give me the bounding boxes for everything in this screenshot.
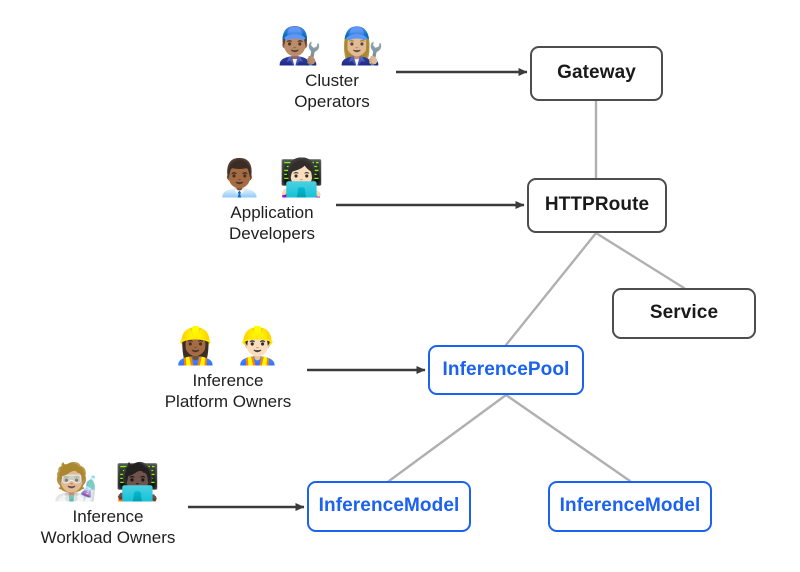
node-gateway[interactable]: Gateway [530, 46, 663, 101]
node-httproute-label: HTTPRoute [544, 194, 650, 216]
application-developers-icons: 👨🏾‍💼 👩🏻‍💻 [216, 158, 328, 199]
persona-inference-workload-owners: 🧑🏼‍🔬 🧑🏿‍💻 Inference Workload Owners [8, 462, 208, 548]
persona-application-developers: 👨🏾‍💼 👩🏻‍💻 Application Developers [172, 158, 372, 244]
node-inferencemodel-right[interactable]: InferenceModel [548, 481, 712, 532]
inference-workload-owners-label: Inference Workload Owners [40, 507, 176, 547]
cluster-operators-label: Cluster Operators [294, 71, 370, 111]
inference-workload-owners-icons: 🧑🏼‍🔬 🧑🏿‍💻 [52, 462, 164, 503]
node-inferencemodel-right-label: InferenceModel [559, 495, 701, 517]
persona-inference-platform-owners: 👷🏾‍♀️ 👷🏻‍♂️ Inference Platform Owners [128, 326, 328, 412]
edge-httproute-service [594, 231, 686, 290]
node-inferencemodel-left-label: InferenceModel [318, 495, 460, 517]
node-inferencemodel-left[interactable]: InferenceModel [307, 481, 471, 532]
inference-platform-owners-label: Inference Platform Owners [164, 371, 292, 411]
node-service-label: Service [649, 302, 719, 324]
application-developers-label: Application Developers [229, 203, 315, 243]
edge-inferencepool-model-left [387, 393, 508, 483]
edge-httproute-inferencepool [504, 231, 598, 347]
edge-inferencepool-model-right [504, 393, 632, 483]
node-gateway-label: Gateway [557, 62, 636, 84]
inference-platform-owners-icons: 👷🏾‍♀️ 👷🏻‍♂️ [172, 326, 284, 367]
node-inferencepool-label: InferencePool [442, 358, 570, 380]
persona-cluster-operators: 👨🏽‍🔧 👩🏼‍🔧 Cluster Operators [232, 26, 432, 112]
cluster-operators-icons: 👨🏽‍🔧 👩🏼‍🔧 [276, 26, 388, 67]
node-service[interactable]: Service [612, 288, 756, 339]
node-httproute[interactable]: HTTPRoute [527, 178, 667, 233]
node-inferencepool[interactable]: InferencePool [428, 345, 584, 395]
